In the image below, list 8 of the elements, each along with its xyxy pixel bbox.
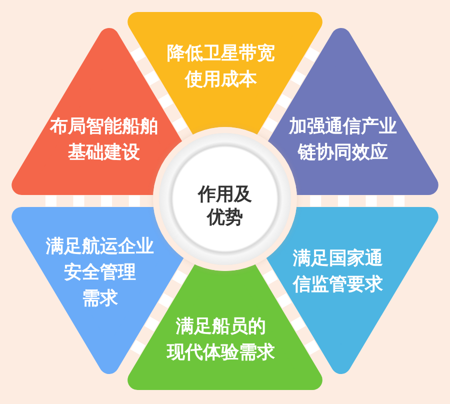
benefit-label: 布局智能船舶基础建设 (48, 115, 159, 165)
center-heading: 作用及优势 (196, 183, 253, 229)
center-circle (159, 133, 291, 265)
benefit-label: 满足船员的现代体验需求 (166, 315, 276, 365)
benefit-label: 满足航运企业安全管理需求 (44, 235, 155, 311)
benefit-label: 加强通信产业链协同效应 (288, 115, 398, 165)
benefit-label: 满足国家通信监管要求 (292, 247, 384, 297)
benefit-label: 降低卫星带宽使用成本 (166, 42, 276, 92)
